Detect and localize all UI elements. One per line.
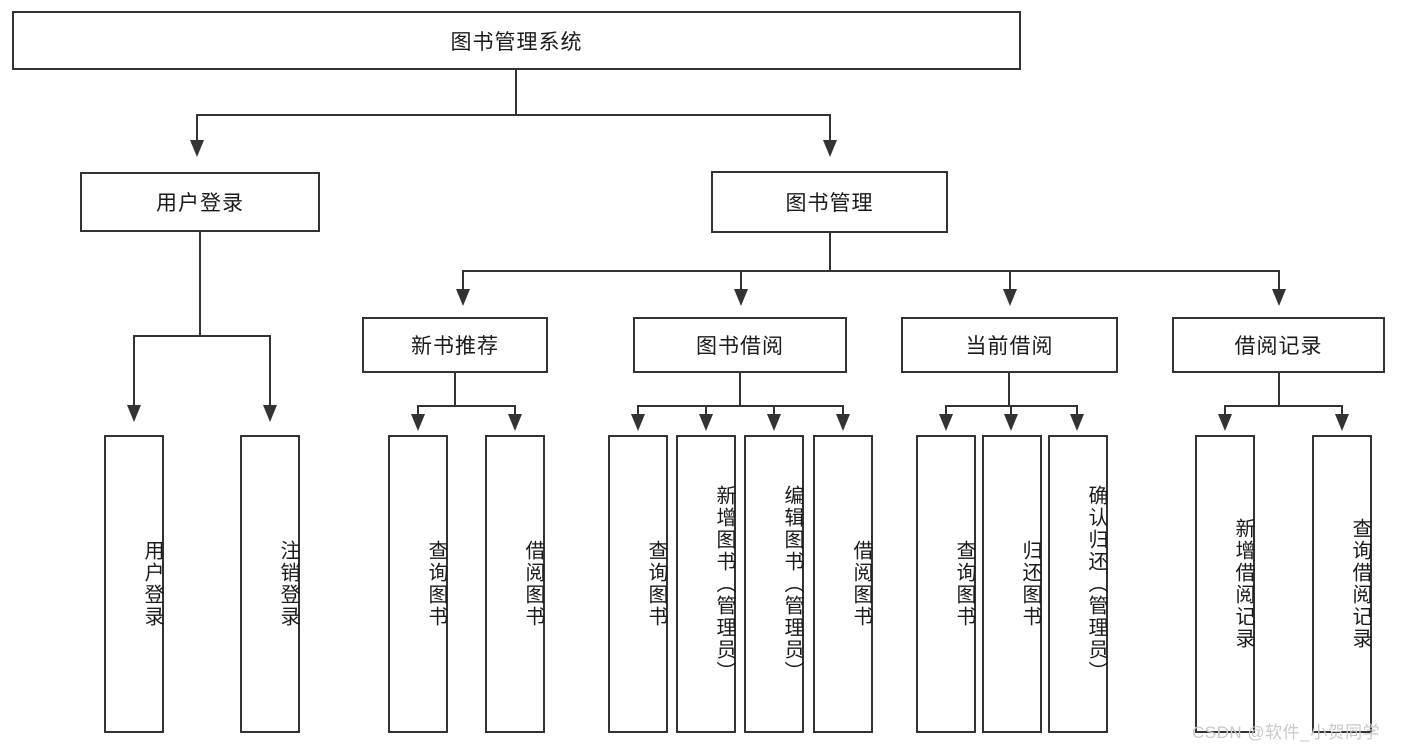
- connector-newbook-bar: [417, 405, 515, 407]
- node-label: 编辑图书（管理员）: [781, 485, 803, 683]
- connector-login-drop-2: [269, 335, 271, 407]
- node-label: 借阅图书: [850, 540, 872, 628]
- arrow-login-child-2: [263, 405, 277, 422]
- arrow-records-leaf-2: [1335, 414, 1349, 431]
- node-label: 图书借阅: [696, 335, 784, 358]
- node-label: 借阅图书: [522, 540, 544, 628]
- node-borrow-records[interactable]: 借阅记录: [1172, 317, 1385, 373]
- connector-newbook-stem: [454, 373, 456, 407]
- connector-bookmgmt-drop-2: [740, 270, 742, 290]
- connector-borrow-drop-3: [773, 405, 775, 415]
- arrow-root-to-login: [190, 140, 204, 157]
- connector-login-stem: [199, 232, 201, 336]
- node-label: 新增图书（管理员）: [713, 485, 735, 683]
- arrow-current-leaf-1: [939, 414, 953, 431]
- connector-newbook-drop-1: [417, 405, 419, 415]
- node-book-management[interactable]: 图书管理: [711, 171, 948, 233]
- node-label: 查询借阅记录: [1349, 518, 1371, 650]
- leaf-current-confirm-return-admin[interactable]: 确认归还（管理员）: [1048, 435, 1108, 733]
- connector-bookmgmt-bar: [462, 270, 1280, 272]
- arrow-login-child-1: [127, 405, 141, 422]
- connector-root-to-bookmgmt: [829, 114, 831, 142]
- connector-records-drop-2: [1341, 405, 1343, 415]
- connector-borrow-drop-1: [637, 405, 639, 415]
- connector-bookmgmt-drop-4: [1278, 270, 1280, 290]
- node-label: 用户登录: [141, 540, 163, 628]
- leaf-newbook-query[interactable]: 查询图书: [388, 435, 448, 733]
- node-label: 用户登录: [156, 192, 244, 215]
- connector-borrow-stem: [739, 373, 741, 407]
- node-root-system[interactable]: 图书管理系统: [12, 11, 1021, 70]
- node-label: 确认归还（管理员）: [1085, 485, 1107, 683]
- node-label: 借阅记录: [1234, 335, 1323, 358]
- leaf-records-add[interactable]: 新增借阅记录: [1195, 435, 1255, 733]
- arrow-current-leaf-3: [1070, 414, 1084, 431]
- arrow-borrow-leaf-1: [631, 414, 645, 431]
- node-label: 注销登录: [277, 540, 299, 628]
- node-new-book-recommend[interactable]: 新书推荐: [362, 317, 548, 373]
- arrow-newbook-leaf-1: [411, 414, 425, 431]
- connector-bookmgmt-stem: [829, 233, 831, 271]
- leaf-borrow-query[interactable]: 查询图书: [608, 435, 668, 733]
- arrow-root-to-bookmgmt: [823, 140, 837, 157]
- connector-bookmgmt-drop-3: [1009, 270, 1011, 290]
- connector-login-drop-1: [133, 335, 135, 407]
- node-book-borrow[interactable]: 图书借阅: [633, 317, 847, 373]
- arrow-bookmgmt-child-3: [1003, 289, 1017, 306]
- node-label: 图书管理系统: [450, 30, 583, 54]
- connector-current-drop-2: [1010, 405, 1012, 415]
- arrow-bookmgmt-child-1: [456, 289, 470, 306]
- csdn-watermark: CSDN @软件_小贺同学: [1192, 723, 1381, 742]
- node-user-login[interactable]: 用户登录: [80, 172, 320, 232]
- leaf-borrow-edit-book-admin[interactable]: 编辑图书（管理员）: [744, 435, 804, 733]
- leaf-borrow-borrow-book[interactable]: 借阅图书: [813, 435, 873, 733]
- arrow-borrow-leaf-2: [699, 414, 713, 431]
- arrow-records-leaf-1: [1218, 414, 1232, 431]
- arrow-bookmgmt-child-2: [734, 289, 748, 306]
- arrow-bookmgmt-child-4: [1272, 289, 1286, 306]
- connector-records-stem: [1278, 373, 1280, 407]
- connector-root-to-login: [196, 114, 198, 142]
- node-label: 查询图书: [645, 540, 667, 628]
- leaf-user-login-signin[interactable]: 用户登录: [104, 435, 164, 733]
- connector-login-bar: [133, 335, 271, 337]
- node-label: 归还图书: [1019, 540, 1041, 628]
- node-label: 当前借阅: [965, 335, 1054, 358]
- node-label: 图书管理: [785, 192, 874, 215]
- leaf-user-login-signout[interactable]: 注销登录: [240, 435, 300, 733]
- node-current-borrow[interactable]: 当前借阅: [901, 317, 1118, 373]
- connector-bookmgmt-drop-1: [462, 270, 464, 290]
- connector-borrow-drop-2: [705, 405, 707, 415]
- arrow-borrow-leaf-3: [767, 414, 781, 431]
- connector-current-drop-1: [945, 405, 947, 415]
- arrow-newbook-leaf-2: [508, 414, 522, 431]
- arrow-borrow-leaf-4: [836, 414, 850, 431]
- leaf-newbook-borrow[interactable]: 借阅图书: [485, 435, 545, 733]
- node-label: 查询图书: [953, 540, 975, 628]
- leaf-current-query[interactable]: 查询图书: [916, 435, 976, 733]
- connector-records-bar: [1224, 405, 1343, 407]
- node-label: 新增借阅记录: [1232, 518, 1254, 650]
- connector-current-stem: [1008, 373, 1010, 407]
- arrow-current-leaf-2: [1004, 414, 1018, 431]
- leaf-borrow-add-book-admin[interactable]: 新增图书（管理员）: [676, 435, 736, 733]
- node-label: 新书推荐: [411, 335, 499, 358]
- connector-newbook-drop-2: [514, 405, 516, 415]
- connector-borrow-bar: [637, 405, 843, 407]
- leaf-records-query[interactable]: 查询借阅记录: [1312, 435, 1372, 733]
- leaf-current-return[interactable]: 归还图书: [982, 435, 1042, 733]
- connector-current-drop-3: [1076, 405, 1078, 415]
- connector-borrow-drop-4: [842, 405, 844, 415]
- connector-root-bar: [196, 114, 831, 116]
- connector-records-drop-1: [1224, 405, 1226, 415]
- connector-root-stem: [515, 70, 517, 115]
- node-label: 查询图书: [425, 540, 447, 628]
